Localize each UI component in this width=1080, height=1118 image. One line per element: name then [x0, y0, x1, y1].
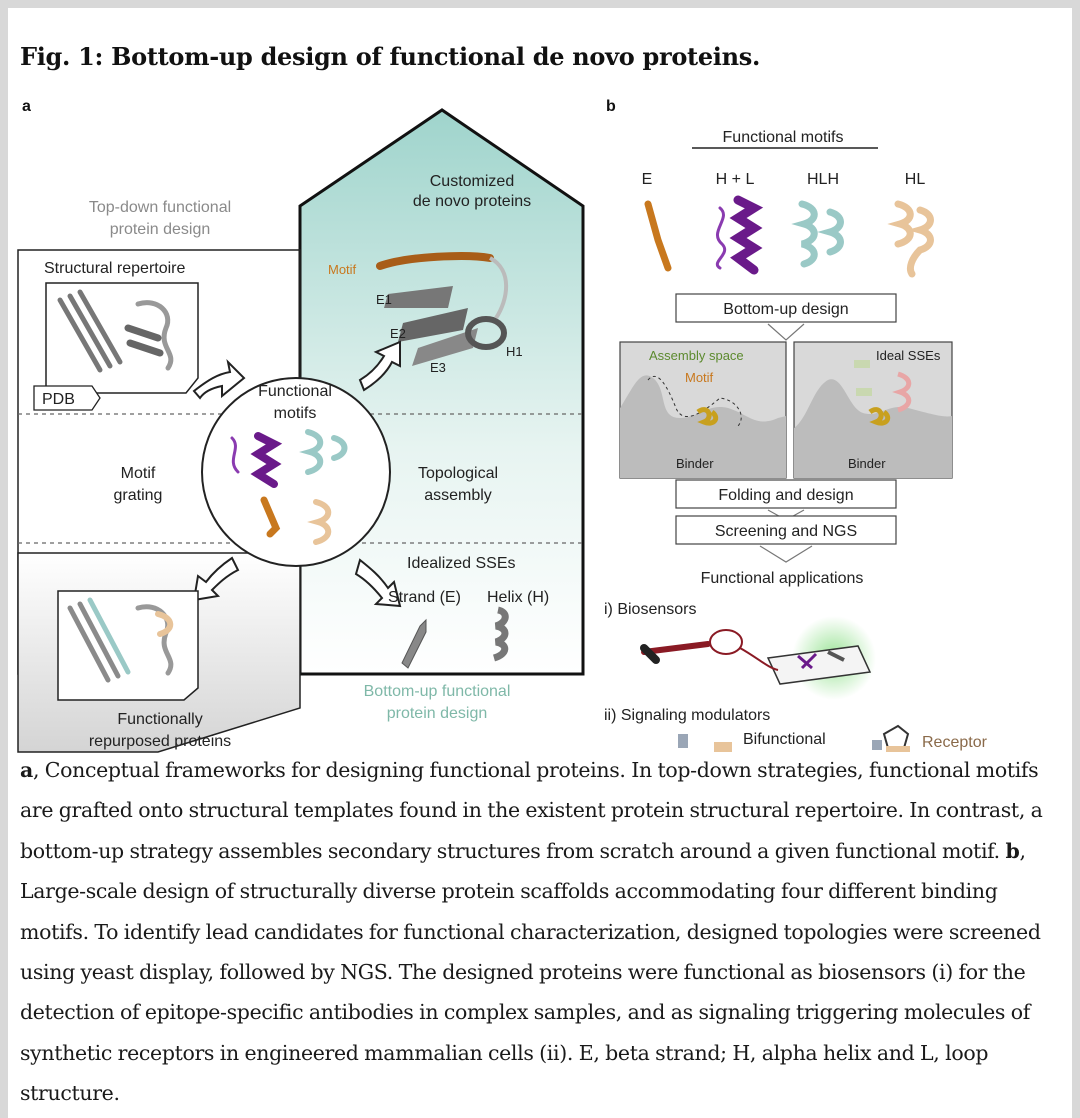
bifunctional-label: Bifunctional [743, 731, 826, 748]
customized-protein-structure [376, 252, 509, 366]
customized-line2: de novo proteins [413, 193, 531, 210]
binder-surface [620, 375, 952, 478]
customized-line1: Customized [430, 173, 514, 190]
motif-cartoon-binder-1 [696, 407, 719, 426]
signaling-modulators-label: ii) Signaling modulators [604, 707, 770, 724]
e3-label: E3 [430, 360, 446, 375]
helix-cartoon [492, 606, 509, 662]
figure-title: Fig. 1: Bottom-up design of functional d… [20, 42, 761, 71]
idealized-sses-label: Idealized SSEs [407, 555, 516, 572]
motif-label-e: E [642, 171, 653, 188]
motif-label-hlh: HLH [807, 171, 839, 188]
motif-label-hl-loop: H + L [716, 171, 755, 188]
motif-label-b: Motif [685, 370, 714, 385]
protein-structure-gray [57, 289, 174, 373]
repurposed-line2: repurposed proteins [89, 733, 231, 750]
motif-cartoon-binder-2 [868, 407, 891, 426]
pdb-label: PDB [42, 391, 75, 408]
ideal-strand-2 [856, 388, 872, 396]
panel-a-letter: a [22, 98, 31, 115]
protein-structure-repurposed [67, 597, 174, 683]
folding-design-label: Folding and design [718, 487, 853, 504]
top-down-title-line1: Top-down functional [89, 199, 231, 216]
bottom-up-title-line2: protein design [387, 705, 488, 722]
figure-illustration: a Top-down functional protein design Str… [17, 98, 988, 753]
functional-motifs-line1: Functional [258, 383, 332, 400]
caption-b-text: , Large-scale design of structurally div… [20, 838, 1041, 1106]
topological-assembly-line1: Topological [418, 465, 498, 482]
biosensors-label: i) Biosensors [604, 601, 696, 618]
pdb-tag [33, 385, 101, 411]
ideal-helix-cartoon [892, 371, 912, 413]
bottom-up-title-line1: Bottom-up functional [364, 683, 511, 700]
strand-label: Strand (E) [388, 589, 461, 606]
flow-arrows [192, 340, 402, 608]
e1-label: E1 [376, 292, 392, 307]
strand-cartoon [401, 618, 427, 669]
motif-grating-line1: Motif [121, 465, 156, 482]
motif-label-a: Motif [328, 262, 357, 277]
screening-ngs-label: Screening and NGS [715, 523, 857, 540]
receptor-label: Receptor [922, 734, 988, 751]
repurposed-line1: Functionally [117, 711, 202, 728]
motif-label-hl: HL [905, 171, 926, 188]
e2-label: E2 [390, 326, 406, 341]
panel-b-letter: b [606, 98, 616, 115]
bottom-up-design-label: Bottom-up design [723, 301, 848, 318]
bottom-up-design-box [675, 293, 897, 323]
repertoire-card [45, 282, 199, 394]
motif-cartoons-a [230, 429, 348, 545]
motif-cartoons-b [644, 195, 934, 278]
caption-a-letter: a [20, 758, 33, 782]
motif-grating-line2: grating [114, 487, 163, 504]
figure-page: Fig. 1: Bottom-up design of functional d… [8, 8, 1072, 1118]
functional-motifs-header: Functional motifs [723, 129, 844, 146]
screening-ngs-box [675, 515, 897, 545]
biosensor-illustration [640, 616, 876, 700]
assembly-dashed-outline [647, 376, 742, 429]
functional-motifs-circle [201, 377, 391, 567]
h1-label: H1 [506, 344, 523, 359]
binder-label-2: Binder [848, 456, 886, 471]
ideal-strand-1 [854, 360, 870, 368]
helix-label: Helix (H) [487, 589, 549, 606]
folding-design-box [675, 479, 897, 509]
figure-caption: a, Conceptual frameworks for designing f… [20, 750, 1060, 1114]
caption-b-letter: b [1005, 838, 1020, 863]
caption-a-text: , Conceptual frameworks for designing fu… [20, 758, 1043, 863]
assembly-space-label: Assembly space [649, 348, 744, 363]
signaling-illustration [678, 724, 910, 752]
structural-repertoire-label: Structural repertoire [44, 260, 185, 277]
functional-motifs-line2: motifs [274, 405, 317, 422]
functional-applications-label: Functional applications [701, 570, 864, 587]
topological-assembly-line2: assembly [424, 487, 492, 504]
binder-label-1: Binder [676, 456, 714, 471]
ideal-sses-label: Ideal SSEs [876, 348, 941, 363]
top-down-title-line2: protein design [110, 221, 211, 238]
